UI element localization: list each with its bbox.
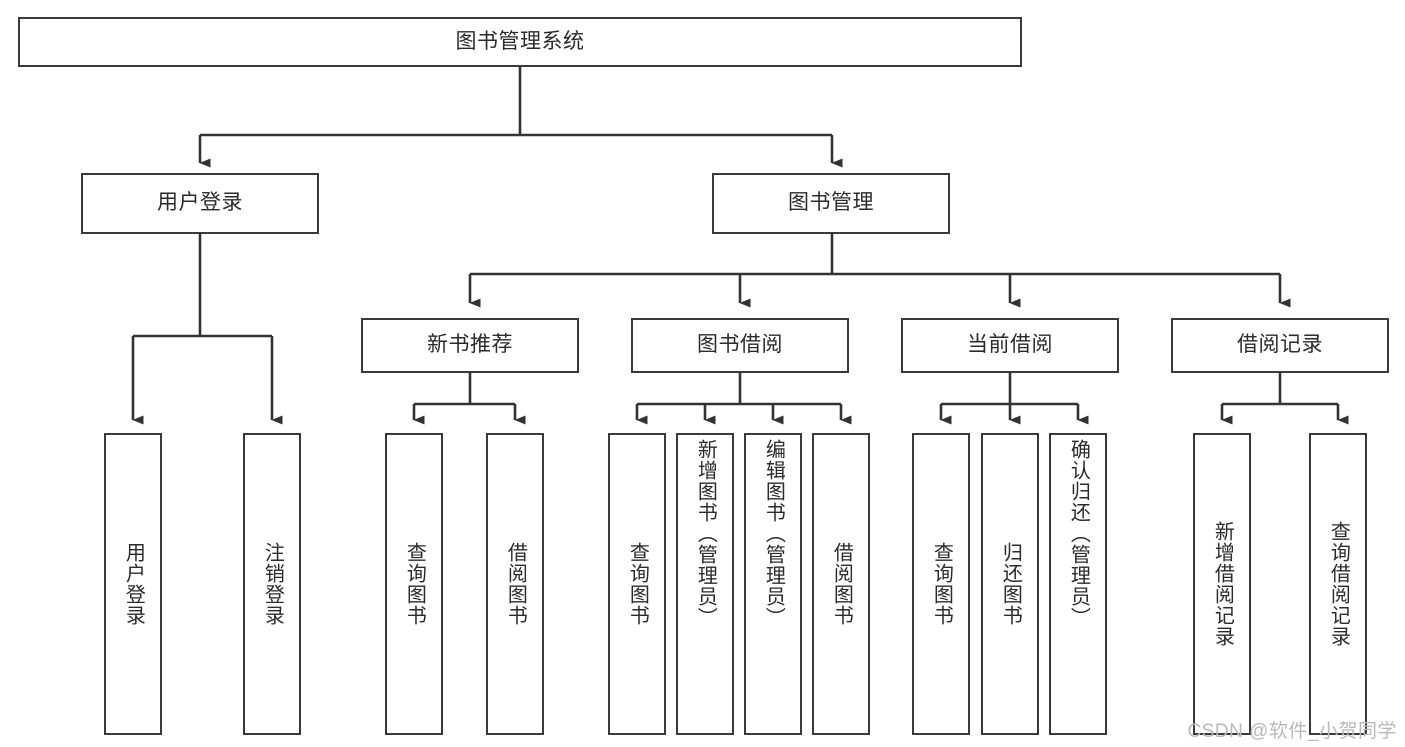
leaf-recommend-borrow-book[interactable]: 借阅图书 [486,433,544,735]
node-book-borrow[interactable]: 图书借阅 [631,318,849,373]
leaf-borrow-edit-book-admin[interactable]: 编辑图书（管理员） [744,433,802,735]
node-label: 查询图书 [930,542,953,626]
node-label: 确认归还（管理员） [1067,439,1090,628]
node-label: 用户登录 [157,191,243,215]
leaf-borrow-query-book[interactable]: 查询图书 [608,433,666,735]
node-root-system[interactable]: 图书管理系统 [18,17,1022,67]
node-label: 新书推荐 [427,333,513,357]
node-label: 图书借阅 [697,333,783,357]
node-label: 借阅图书 [830,542,853,626]
node-label: 新增图书（管理员） [694,439,717,628]
csdn-watermark: CSDN @软件_小贺同学 [1187,721,1397,742]
leaf-current-return-book[interactable]: 归还图书 [981,433,1039,735]
node-label: 归还图书 [999,542,1022,626]
leaf-record-add-record[interactable]: 新增借阅记录 [1193,433,1251,735]
leaf-record-query-record[interactable]: 查询借阅记录 [1309,433,1367,735]
node-label: 编辑图书（管理员） [762,439,785,628]
node-user-login[interactable]: 用户登录 [81,173,319,234]
node-book-management[interactable]: 图书管理 [712,173,950,234]
node-borrow-record[interactable]: 借阅记录 [1171,318,1389,373]
node-label: 当前借阅 [967,333,1053,357]
node-label: 查询图书 [403,542,426,626]
node-label: 注销登录 [261,542,284,626]
node-label: 借阅记录 [1237,333,1323,357]
node-label: 借阅图书 [504,542,527,626]
node-label: 查询借阅记录 [1327,521,1350,647]
node-label: 用户登录 [122,542,145,626]
node-label: 新增借阅记录 [1211,521,1234,647]
leaf-borrow-borrow-book[interactable]: 借阅图书 [812,433,870,735]
node-label: 查询图书 [626,542,649,626]
node-label: 图书管理系统 [455,29,585,53]
leaf-borrow-add-book-admin[interactable]: 新增图书（管理员） [676,433,734,735]
node-current-borrow[interactable]: 当前借阅 [901,318,1119,373]
leaf-current-query-book[interactable]: 查询图书 [912,433,970,735]
leaf-user-login-signin[interactable]: 用户登录 [104,433,162,735]
leaf-current-confirm-return-admin[interactable]: 确认归还（管理员） [1049,433,1107,735]
leaf-user-login-signout[interactable]: 注销登录 [243,433,301,735]
leaf-recommend-query-book[interactable]: 查询图书 [385,433,443,735]
node-new-book-recommend[interactable]: 新书推荐 [361,318,579,373]
node-label: 图书管理 [788,191,874,215]
